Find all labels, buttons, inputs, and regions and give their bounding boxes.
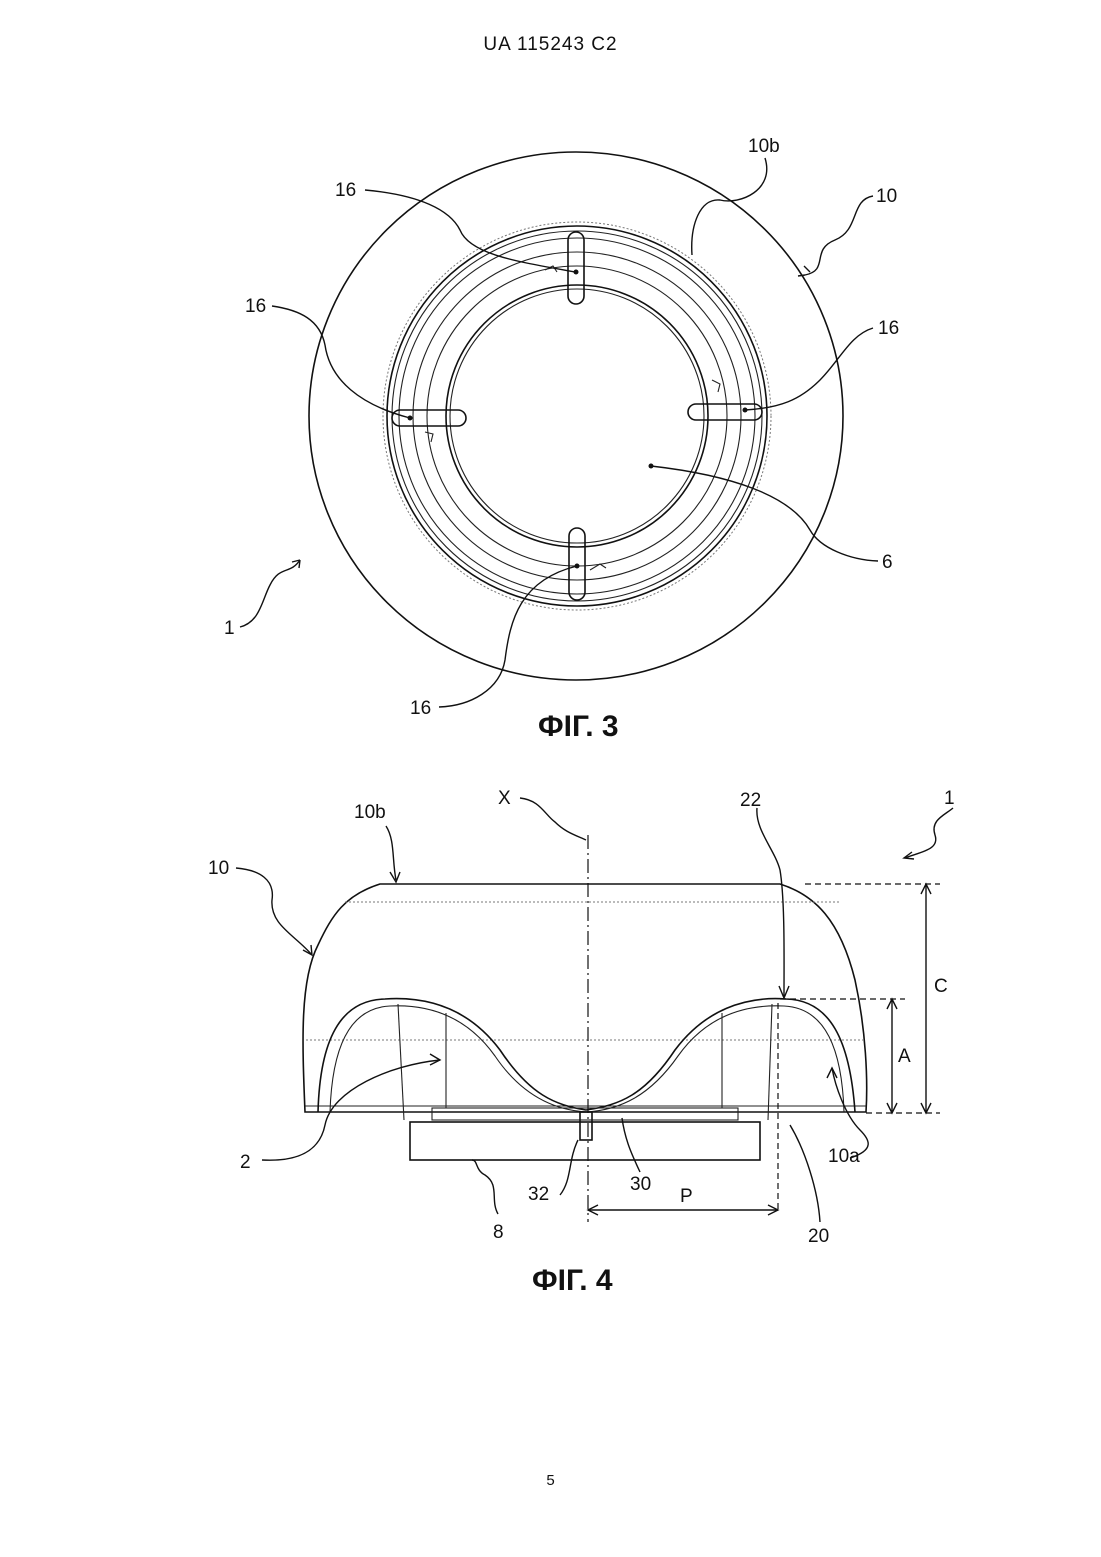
fig3-label-16-bottom: 16 <box>410 698 431 719</box>
figure-3-drawing: 10b 10 16 16 16 6 1 16 ФІГ. 3 <box>0 120 1101 760</box>
fig4-label-8: 8 <box>493 1222 504 1243</box>
fig3-label-10b: 10b <box>748 136 780 157</box>
fig4-label-10: 10 <box>208 858 229 879</box>
fig3-label-16-top: 16 <box>335 180 356 201</box>
fig4-label-10a: 10a <box>828 1146 860 1167</box>
pan-support-top <box>568 232 584 304</box>
figure-4-drawing: 10b X 22 1 10 C A 2 10a 32 30 P 8 20 ФІГ… <box>0 780 1101 1300</box>
fig4-label-p: P <box>680 1186 693 1207</box>
fig3-label-10: 10 <box>876 186 897 207</box>
figure-3-caption: ФІГ. 3 <box>538 710 619 743</box>
fig3-label-16-left: 16 <box>245 296 266 317</box>
fig4-label-1: 1 <box>944 788 955 809</box>
pan-support-bottom <box>569 528 585 600</box>
fig4-label-20: 20 <box>808 1226 829 1247</box>
fig4-label-a: A <box>898 1046 911 1067</box>
fig3-label-16-right: 16 <box>878 318 899 339</box>
fig4-label-10b: 10b <box>354 802 386 823</box>
fig4-label-32: 32 <box>528 1184 549 1205</box>
fig4-label-2: 2 <box>240 1152 251 1173</box>
fig3-label-6: 6 <box>882 552 893 573</box>
fig4-label-x: X <box>498 788 511 809</box>
pan-support-left <box>392 410 466 426</box>
rim-10b <box>387 226 767 606</box>
burner-cap-6 <box>446 285 708 547</box>
base-8 <box>410 1122 760 1160</box>
fig4-label-30: 30 <box>630 1174 651 1195</box>
pan-support-right <box>688 404 762 420</box>
fig3-label-1: 1 <box>224 618 235 639</box>
fig4-label-c: C <box>934 976 948 997</box>
page-number: 5 <box>0 1472 1101 1489</box>
figure-4-caption: ФІГ. 4 <box>532 1264 613 1297</box>
fig4-label-22: 22 <box>740 790 761 811</box>
patent-header: UA 115243 C2 <box>0 34 1101 56</box>
